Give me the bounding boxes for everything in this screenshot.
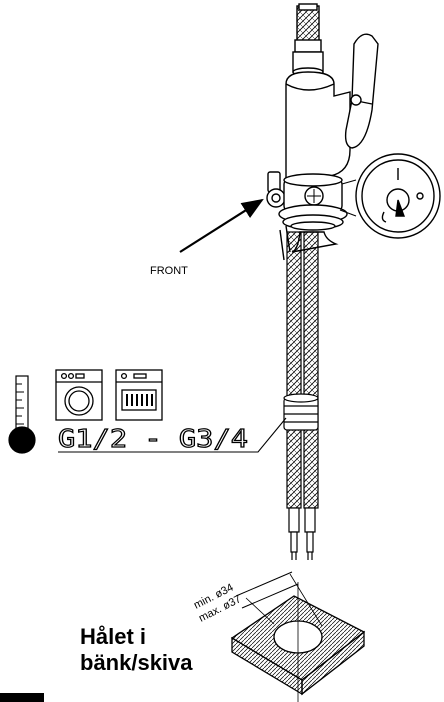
dishwasher-icon: [115, 369, 163, 421]
countertop-hole: [230, 571, 366, 702]
supply-hoses: [283, 231, 319, 560]
hole-label-line1: Hålet i: [80, 624, 146, 649]
thread-size-label: G1/2 - G3/4: [58, 424, 248, 453]
base-collar: [266, 171, 348, 231]
hose-fittings: [288, 507, 316, 560]
thermometer-icon: [8, 375, 36, 454]
front-label: FRONT: [150, 265, 188, 277]
faucet: [266, 3, 379, 261]
washing-machine-icon: [55, 369, 103, 421]
hole-label-line2: bänk/skiva: [80, 650, 193, 675]
lever-handle: [344, 33, 379, 149]
spout-connector: [292, 3, 324, 77]
faucet-body: [285, 71, 351, 183]
corner-bar: [0, 693, 44, 702]
handle-rotation-icon: [339, 153, 441, 239]
connection-nut: [283, 393, 319, 431]
front-indicator: FRONT: [150, 198, 264, 277]
thread-size-callout: G1/2 - G3/4: [57, 417, 287, 454]
